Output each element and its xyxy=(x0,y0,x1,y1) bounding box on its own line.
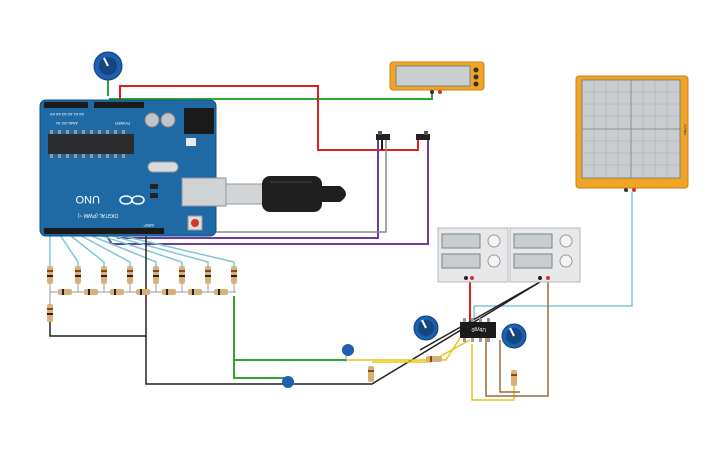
resistor-6[interactable] xyxy=(179,266,185,284)
aref-label: AREF xyxy=(143,223,154,228)
wire-cyan-7[interactable] xyxy=(97,231,209,266)
oscilloscope[interactable]: 1V/div xyxy=(575,75,689,192)
atmega-chip xyxy=(48,134,134,154)
potentiometer-left[interactable] xyxy=(413,315,439,341)
digital-label: DIGITAL (PWM ~) xyxy=(78,212,118,218)
wire-brown-1[interactable] xyxy=(485,282,549,397)
slide-switch-icon[interactable] xyxy=(376,131,390,140)
opamp-ic[interactable]: Ubyg0 xyxy=(460,318,496,342)
wire-black-supply[interactable] xyxy=(419,281,541,351)
wire-yellow-1[interactable] xyxy=(346,337,461,361)
crystal xyxy=(147,161,179,173)
wire-cyan-3[interactable] xyxy=(65,231,105,266)
digital-header[interactable] xyxy=(44,228,164,234)
multimeter[interactable] xyxy=(389,61,485,94)
capacitor-icon[interactable] xyxy=(342,344,354,362)
resistor-2[interactable] xyxy=(75,266,81,284)
capacitor-2[interactable] xyxy=(282,376,294,388)
wires xyxy=(49,80,633,401)
wire-cyan-5[interactable] xyxy=(81,231,157,266)
wire-cyan-scope[interactable] xyxy=(473,192,633,320)
arduino-logo-icon xyxy=(119,195,145,205)
resistor-icon[interactable] xyxy=(47,266,53,284)
power-supply-icon[interactable] xyxy=(437,227,509,283)
wire-black-ground[interactable] xyxy=(145,281,541,385)
power-header[interactable] xyxy=(94,102,144,108)
wire-yellow-2[interactable] xyxy=(372,339,471,363)
wire-cyan-2[interactable] xyxy=(57,231,79,266)
resistor-ladder xyxy=(47,266,237,322)
board-capacitor-2 xyxy=(160,112,176,128)
analog-label: ANALOG IN xyxy=(56,121,78,126)
multimeter-display xyxy=(395,65,471,87)
resistor-5[interactable] xyxy=(153,266,159,284)
wire-grey-1[interactable] xyxy=(150,140,387,233)
wire-red-5v[interactable] xyxy=(119,85,419,151)
analog-pins-label: A0 A1 A2 A3 A4 A5 xyxy=(49,112,84,117)
resistor-filter-1[interactable] xyxy=(368,366,374,382)
resistor-4[interactable] xyxy=(127,266,133,284)
opamp-label: Ubyg0 xyxy=(471,326,486,332)
slide-switch-2[interactable] xyxy=(416,131,430,140)
wire-green-out2[interactable] xyxy=(233,360,286,379)
brand-label: UNO xyxy=(75,193,100,205)
wire-cyan-8[interactable] xyxy=(105,231,235,266)
resistor-filter-2[interactable] xyxy=(426,356,442,362)
board-capacitor-1 xyxy=(144,112,160,128)
resistor-7[interactable] xyxy=(205,266,211,284)
usb-cable-icon[interactable] xyxy=(225,176,346,212)
potentiometer-icon[interactable] xyxy=(93,51,123,81)
resistor-ground[interactable] xyxy=(47,304,53,322)
power-supply-2[interactable] xyxy=(509,227,581,283)
oscilloscope-label: 1V/div xyxy=(683,124,688,135)
power-label: POWER xyxy=(115,121,130,126)
wire-cyan-6[interactable] xyxy=(89,231,183,266)
analog-header[interactable] xyxy=(44,102,88,108)
dc-jack xyxy=(184,108,214,134)
wire-black-ladder[interactable] xyxy=(49,232,147,337)
resistor-filter-3[interactable] xyxy=(511,370,517,386)
resistor-3[interactable] xyxy=(101,266,107,284)
arduino-uno-board[interactable]: UNO DIGITAL (PWM ~) POWER ANALOG IN A0 A… xyxy=(39,99,227,237)
potentiometer-right[interactable] xyxy=(501,323,527,349)
wire-green-out[interactable] xyxy=(233,296,346,361)
usb-port[interactable] xyxy=(181,177,227,207)
resistor-8[interactable] xyxy=(231,266,237,284)
wire-brown-2[interactable] xyxy=(499,340,520,393)
wire-cyan-4[interactable] xyxy=(73,231,131,266)
